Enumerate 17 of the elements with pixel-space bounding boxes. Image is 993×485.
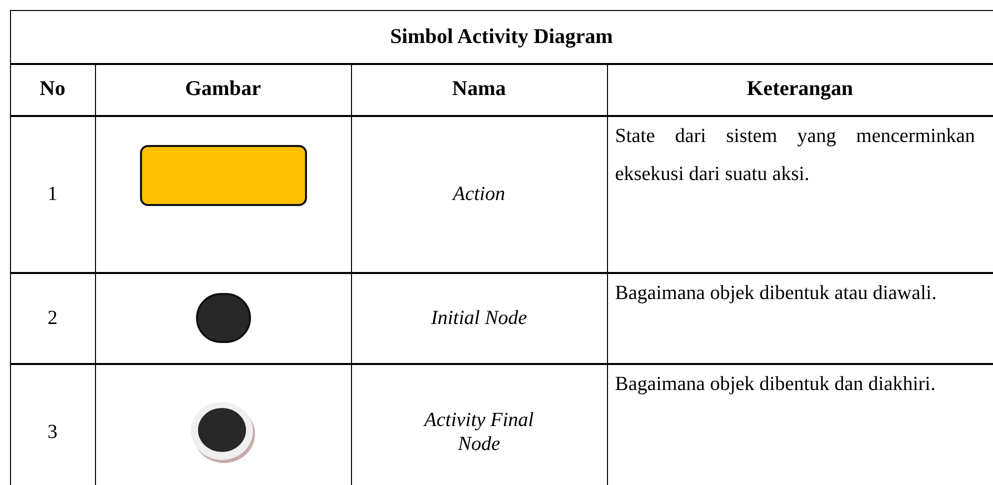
description-text: Bagaimana objek dibentuk atau diawali. (615, 281, 938, 306)
column-header: No (40, 75, 66, 102)
row-number: 3 (48, 420, 58, 444)
row-number: 2 (48, 306, 58, 330)
column-header: Nama (452, 75, 506, 102)
symbol-name: Initial Node (430, 306, 528, 330)
description-text: Bagaimana objek dibentuk dan diakhiri. (615, 372, 936, 397)
description-text: State dari sistem yang mencerminkan eksekusi dari suatu aksi. (615, 124, 975, 187)
symbol-name: Activity Final Node (422, 408, 535, 456)
table-title: Simbol Activity Diagram (390, 22, 613, 50)
column-header: Keterangan (746, 75, 854, 102)
row-number: 1 (48, 182, 58, 206)
initial-node-symbol (196, 292, 250, 342)
symbol-name: Action (452, 182, 506, 206)
column-header: Gambar (185, 75, 261, 102)
final-node-symbol (190, 400, 256, 464)
action-symbol (140, 145, 306, 206)
